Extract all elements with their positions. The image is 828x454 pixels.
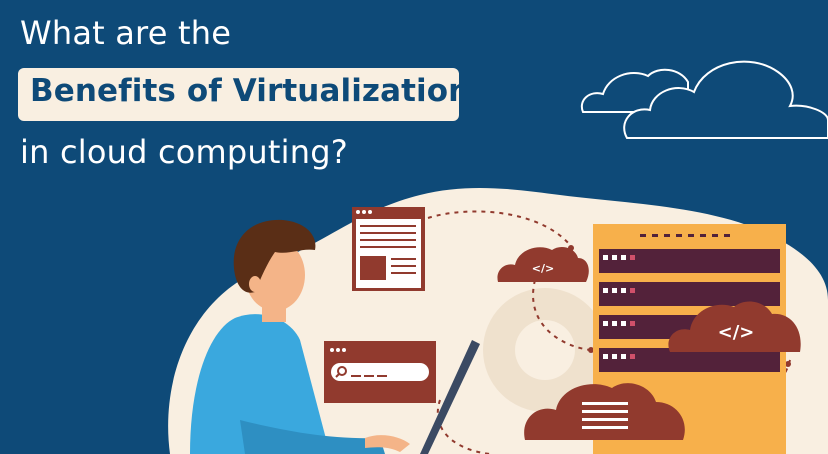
- server-slot: [599, 249, 780, 273]
- search-window: [324, 341, 436, 403]
- heading-line3: in cloud computing?: [20, 133, 348, 171]
- document-window: [352, 207, 425, 291]
- search-icon: [337, 366, 347, 376]
- code-cloud-small-label: </>: [532, 262, 554, 275]
- heading-line1: What are the: [20, 14, 232, 52]
- heading-highlight-box: [18, 68, 459, 121]
- code-cloud-small-icon: </>: [497, 246, 589, 282]
- dashed-connectors: [427, 210, 791, 454]
- heading-line2: Benefits of Virtualization: [30, 73, 471, 109]
- person-at-laptop: [190, 219, 480, 454]
- gear-icon: [483, 288, 607, 412]
- document-cloud-icon: [524, 383, 685, 440]
- laptop-icon: [420, 340, 480, 454]
- code-cloud-large-icon: </>: [668, 301, 801, 352]
- outline-clouds: [580, 60, 828, 139]
- code-cloud-large-label: </>: [718, 322, 755, 343]
